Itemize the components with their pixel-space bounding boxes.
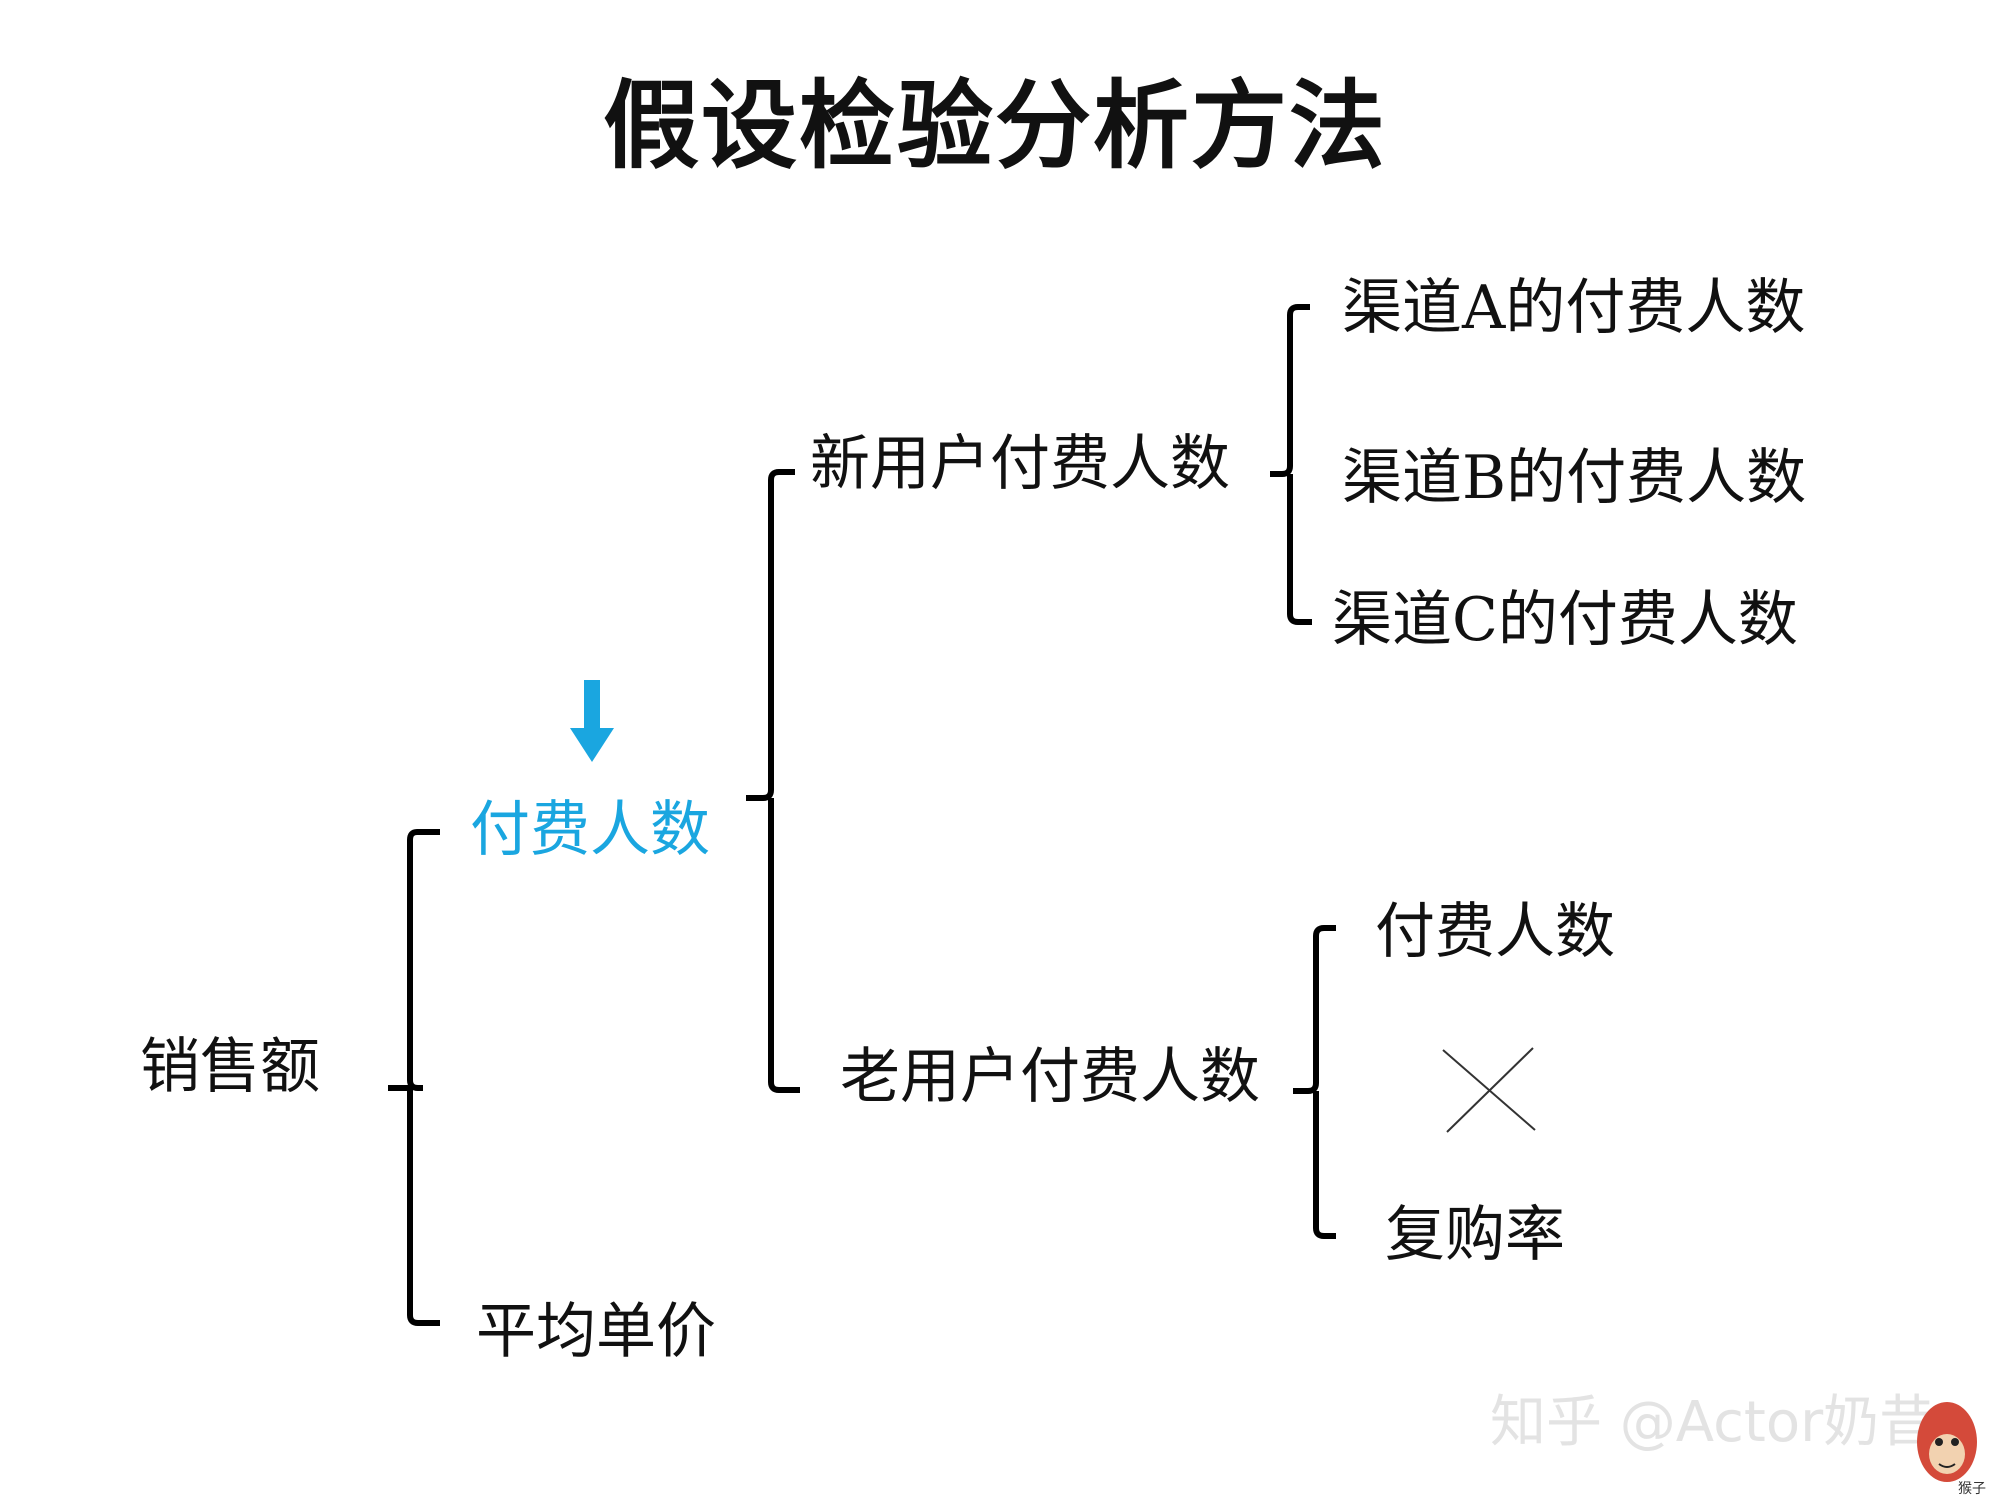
node-paid-users: 付费人数 bbox=[470, 795, 710, 865]
node-channel-b: 渠道B的付费人数 bbox=[1342, 443, 1807, 513]
bracket-root bbox=[388, 829, 440, 1326]
watermark: 知乎 @Actor奶昔 bbox=[1490, 1390, 1936, 1455]
node-old-paid-count: 付费人数 bbox=[1375, 897, 1615, 967]
node-new-user-paid: 新用户付费人数 bbox=[810, 429, 1230, 499]
node-channel-a: 渠道A的付费人数 bbox=[1342, 273, 1806, 343]
node-repurchase-rate: 复购率 bbox=[1385, 1200, 1565, 1270]
page-title: 假设检验分析方法 bbox=[603, 70, 1387, 182]
node-sales: 销售额 bbox=[140, 1032, 320, 1102]
node-old-user-paid: 老用户付费人数 bbox=[840, 1042, 1260, 1112]
node-avg-price: 平均单价 bbox=[476, 1297, 716, 1367]
monkey-avatar-icon bbox=[1917, 1402, 1977, 1482]
down-arrow-icon bbox=[570, 680, 614, 762]
multiply-icon bbox=[1442, 1047, 1536, 1133]
bracket-old-paid bbox=[1293, 925, 1336, 1239]
avatar-label: 猴子 bbox=[1958, 1481, 1986, 1497]
node-channel-c: 渠道C的付费人数 bbox=[1332, 585, 1798, 655]
bracket-paid-users bbox=[746, 469, 800, 1093]
bracket-new-paid bbox=[1270, 304, 1312, 625]
